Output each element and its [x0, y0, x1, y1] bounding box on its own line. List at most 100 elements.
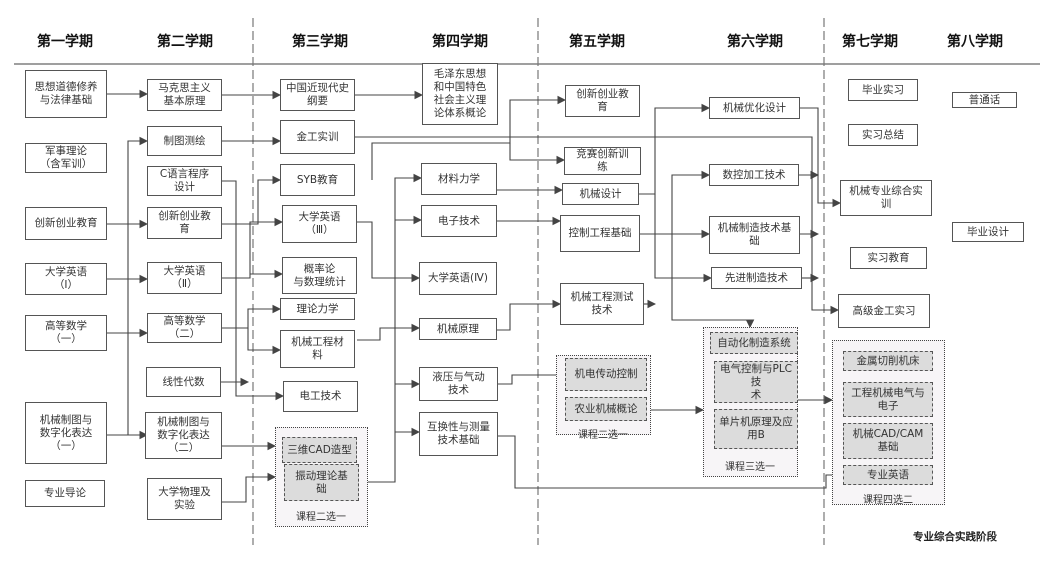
course-box: 军事理论 （含军训）	[25, 143, 107, 173]
course-label: 机械制造技术基 础	[717, 222, 792, 247]
course-label: 互换性与测量 技术基础	[427, 421, 490, 446]
course-box: 中国近现代史 纲要	[280, 79, 355, 111]
course-label: 大学英语 （Ⅲ）	[298, 211, 341, 236]
elective-group-label: 课程二选一	[296, 512, 346, 523]
semester-header: 第八学期	[947, 34, 1003, 50]
course-label: 机械制图与 数字化表达 （一）	[39, 413, 93, 452]
course-box: 机械优化设计	[709, 97, 800, 119]
course-label: 高等数学 （一）	[45, 320, 87, 345]
course-label: 线性代数	[162, 375, 205, 388]
course-box: 电工技术	[283, 381, 358, 412]
course-box: 实习总结	[848, 124, 918, 146]
course-label: 材料力学	[438, 172, 480, 185]
course-label: 创新创业教育	[34, 217, 98, 229]
course-label: 机电传动控制	[574, 368, 638, 380]
course-box: 机械工程测试 技术	[560, 283, 644, 325]
elective-course-box: 金属切削机床	[843, 351, 933, 371]
course-box: 先进制造技术	[711, 267, 802, 289]
semester-header: 第四学期	[432, 34, 488, 50]
elective-course-box: 单片机原理及应 用B	[714, 409, 798, 449]
course-label: 理论力学	[296, 302, 339, 315]
course-label: 电子技术	[438, 214, 480, 227]
course-label: 农业机械概论	[574, 402, 638, 415]
course-label: 制图测绘	[163, 134, 206, 147]
elective-course-box: 机械CAD/CAM 基础	[843, 423, 933, 459]
course-label: 马克思主义 基本原理	[158, 82, 211, 107]
course-label: 专业导论	[44, 487, 86, 499]
elective-group-label: 课程二选一	[578, 430, 628, 441]
course-box: 创新创业教 育	[565, 85, 640, 117]
elective-course-box: 农业机械概论	[565, 397, 647, 421]
course-label: 机械制图与 数字化表达 （二）	[157, 416, 210, 454]
course-label: 竞赛创新训 练	[576, 148, 629, 173]
course-label: 机械CAD/CAM 基础	[852, 428, 924, 453]
course-box: 大学英语 （Ⅲ）	[282, 205, 357, 243]
course-label: SYB教育	[296, 173, 339, 186]
course-label: 实习教育	[867, 251, 910, 264]
course-label: 大学英语 （Ⅰ）	[45, 266, 87, 291]
course-box: 电子技术	[421, 205, 497, 237]
course-label: 机械专业综合实 训	[849, 185, 923, 210]
course-label: 机械工程测试 技术	[570, 291, 634, 316]
course-box: 高级金工实习	[838, 294, 930, 328]
elective-course-box: 机电传动控制	[565, 358, 647, 391]
course-label: 先进制造技术	[725, 271, 788, 284]
course-box: 机械设计	[562, 183, 639, 205]
course-box: 竞赛创新训 练	[564, 147, 641, 175]
course-label: 中国近现代史 纲要	[286, 82, 349, 107]
course-label: 高等数学 （二）	[163, 315, 206, 340]
course-label: 电气控制与PLC技 术	[719, 362, 792, 401]
course-label: 实习总结	[862, 128, 904, 141]
course-label: 电工技术	[299, 390, 342, 402]
course-box: SYB教育	[280, 164, 355, 196]
course-label: 创新创业教 育	[576, 88, 629, 113]
course-label: 单片机原理及应 用B	[719, 416, 793, 441]
course-box: 创新创业教育	[25, 207, 107, 240]
course-box: 普通话	[952, 92, 1017, 108]
course-box: 高等数学 （一）	[25, 315, 107, 351]
elective-group-label: 课程三选一	[725, 462, 775, 473]
course-label: 概率论 与数理统计	[293, 262, 346, 288]
course-label: 金属切削机床	[856, 354, 920, 367]
footer-label: 专业综合实践阶段	[913, 531, 997, 543]
course-box: 控制工程基础	[560, 215, 640, 252]
course-label: 普通话	[968, 93, 1001, 106]
elective-course-box: 专业英语	[843, 465, 933, 485]
course-label: 毛泽东思想 和中国特色 社会主义理 论体系概论	[433, 68, 487, 119]
course-box: 制图测绘	[147, 126, 222, 156]
semester-header: 第三学期	[292, 34, 348, 50]
course-label: 机械工程材 料	[291, 336, 344, 361]
course-label: 思想道德修养 与法律基础	[34, 81, 98, 106]
course-box: 理论力学	[280, 298, 355, 320]
course-label: 控制工程基础	[568, 227, 632, 239]
elective-course-box: 振动理论基 础	[284, 464, 359, 501]
course-label: 毕业设计	[967, 225, 1009, 238]
course-label: 大学英语 （Ⅱ）	[163, 265, 206, 290]
course-label: 三维CAD造型	[287, 443, 352, 456]
course-box: 机械专业综合实 训	[840, 180, 932, 216]
course-box: 思想道德修养 与法律基础	[25, 70, 107, 118]
elective-course-box: 自动化制造系统	[710, 332, 798, 354]
course-box: 毛泽东思想 和中国特色 社会主义理 论体系概论	[422, 63, 498, 125]
course-label: 金工实训	[296, 130, 339, 143]
course-label: 大学物理及 实验	[158, 486, 211, 511]
course-label: 液压与气动 技术	[432, 371, 485, 396]
course-label: 机械优化设计	[723, 101, 786, 114]
elective-course-box: 工程机械电气与 电子	[843, 382, 933, 417]
course-box: 概率论 与数理统计	[282, 257, 357, 294]
course-label: 军事理论 （含军训）	[39, 145, 93, 170]
course-box: 高等数学 （二）	[147, 313, 222, 343]
course-box: 大学英语(Ⅳ)	[419, 262, 497, 295]
course-label: 创新创业教 育	[158, 210, 211, 235]
semester-header: 第五学期	[569, 34, 625, 50]
course-label: C语言程序 设计	[159, 168, 210, 193]
course-box: 数控加工技术	[709, 164, 799, 186]
course-label: 专业英语	[867, 468, 909, 481]
course-box: 大学物理及 实验	[147, 478, 222, 520]
course-box: 机械制造技术基 础	[709, 216, 800, 254]
course-box: 液压与气动 技术	[419, 367, 498, 401]
course-label: 大学英语(Ⅳ)	[428, 272, 488, 284]
course-box: 机械原理	[419, 318, 497, 340]
semester-header: 第六学期	[727, 34, 783, 50]
